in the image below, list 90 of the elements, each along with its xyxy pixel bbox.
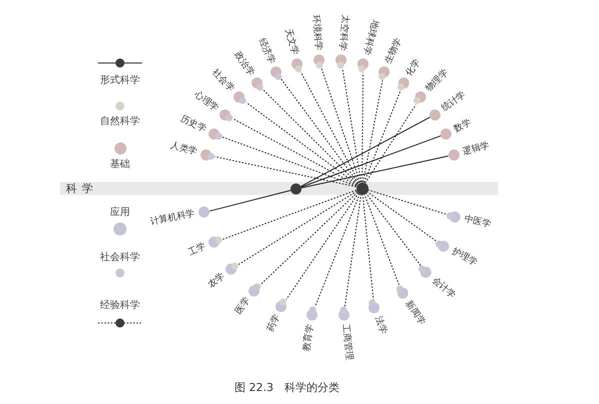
connector-line [300,135,442,188]
category-dot [396,77,410,92]
category-dot [378,66,390,81]
category-dot [306,306,318,321]
dot-label: 计算机科学 [150,209,196,228]
dot-label: 教育学 [302,323,316,352]
category-dot [198,206,210,218]
dotted-line [365,192,422,266]
figure-caption: 图 22.3 科学的分类 [234,381,340,395]
legend-label: 形式科学 [100,75,140,87]
dotted-line [232,118,358,186]
hub-dot [356,182,368,194]
dotted-line [222,190,357,240]
dot-label: 医学 [234,296,252,316]
dotted-line [280,78,359,184]
category-dot [312,54,325,70]
category-dot [248,282,261,297]
dotted-line [286,192,360,300]
category-dot [448,148,460,161]
dot-label: 护理学 [450,246,479,268]
category-dot [225,262,239,276]
dotted-line [362,193,374,300]
category-dot [396,285,408,300]
dotted-line [364,90,401,183]
category-dot [418,265,432,279]
legend-label: 应用 [110,207,130,219]
category-dot [200,148,216,161]
dot-label: 法学 [372,315,389,336]
dotted-line [364,104,416,184]
dot-label: 数学 [452,118,474,134]
category-dot [250,77,264,92]
dot-label: 化学 [404,58,424,78]
dotted-line [214,156,357,188]
category-dot [338,306,350,322]
dotted-line [362,72,364,182]
band-title: 科学 [66,182,98,195]
dot-label: 工商管理 [340,324,354,362]
dotted-line [321,68,361,183]
category-dot [208,236,223,248]
category-dot [357,58,370,74]
dot-label: 环境科学 [310,14,323,52]
legend-label: 社会科学 [100,252,140,264]
category-dot [412,91,426,106]
dotted-line [246,102,358,185]
dot-label: 农学 [206,271,227,290]
category-dot [428,108,441,121]
category-dot [435,240,450,252]
dotted-line [262,88,358,184]
dot-label: 新闻学 [404,298,428,326]
dotted-line [364,193,400,286]
dotted-line [362,80,383,183]
category-dot [233,91,248,106]
legend-label: 自然科学 [100,116,140,128]
dot-label: 人类学 [170,140,198,158]
category-dot [270,66,282,81]
dotted-line [344,193,362,308]
connector-line [209,190,292,212]
dot-label: 经济学 [256,36,276,66]
dot-label: 太空科学 [337,14,350,52]
dot-label: 中医学 [462,214,492,230]
legend-label: 经验科学 [100,300,140,312]
category-dot [219,108,234,122]
dot-label: 工学 [187,242,208,259]
category-band [60,182,498,195]
dotted-line [367,189,448,215]
dotted-line [300,71,360,184]
dotted-line [260,192,358,286]
dot-label: 生物学 [384,36,404,66]
dotted-line [238,190,358,266]
dot-label: 地球科学 [360,19,380,56]
dotted-line [366,191,438,242]
category-dot [335,54,348,70]
connector-line [300,156,449,188]
legend-label: 基础 [110,159,130,171]
dotted-line [314,193,360,308]
dot-label: 历史学 [178,114,208,134]
dot-label: 逻辑学 [462,140,490,158]
dot-label: 药学 [266,313,282,334]
category-dot [368,299,380,314]
dot-label: 天文学 [282,28,300,56]
category-dot [275,298,288,312]
category-dot [290,58,303,74]
hub-dot [290,183,302,195]
dotted-line [221,136,357,186]
dot-label: 会计学 [430,275,457,300]
connector-line [300,116,430,187]
category-dot [440,128,452,140]
dotted-line [342,68,362,183]
category-dot [208,128,223,140]
category-dot [446,210,461,223]
